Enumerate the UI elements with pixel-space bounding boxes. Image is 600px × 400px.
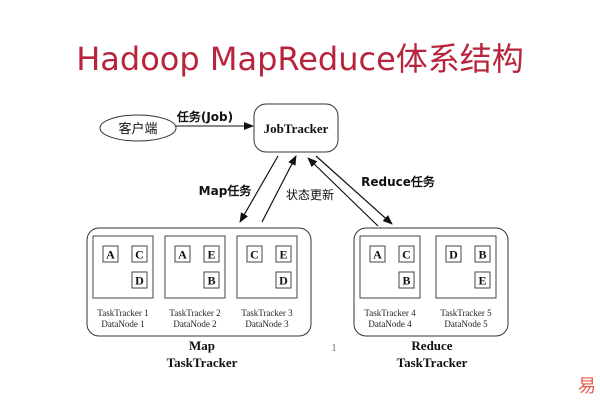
node-box [92, 235, 154, 299]
data-block [246, 245, 263, 263]
data-block [369, 245, 386, 263]
node-box [359, 235, 421, 299]
node-box [164, 235, 226, 299]
data-block-label: D [279, 274, 288, 288]
datanode-label: DataNode 2 [173, 319, 216, 329]
tasktracker-label: TaskTracker 1 [97, 308, 148, 318]
reduce-task-arrow-down [315, 155, 393, 225]
data-block-label: A [106, 248, 115, 262]
reduce-group-sublabel: TaskTracker [397, 355, 468, 370]
slide-title: Hadoop MapReduce体系结构 [76, 40, 524, 78]
data-block-label: A [373, 248, 382, 262]
tasktracker-label: TaskTracker 3 [241, 308, 293, 318]
tasktracker-label: TaskTracker 4 [364, 308, 416, 318]
data-block-label: C [250, 248, 259, 262]
map-group-label: Map [189, 338, 215, 353]
reduce-group-label: Reduce [411, 338, 452, 353]
jobtracker-node [253, 103, 339, 153]
data-block [131, 271, 148, 289]
tasktracker-label: TaskTracker 2 [169, 308, 220, 318]
job-edge-label: 任务(Job) [176, 109, 233, 124]
data-block-label: A [178, 248, 187, 262]
stray-mark: 1 [332, 343, 337, 354]
datanode-label: DataNode 5 [444, 319, 488, 329]
data-block [445, 245, 462, 263]
reduce-edge-label: Reduce任务 [361, 174, 436, 189]
client-node [99, 114, 177, 142]
data-block [474, 245, 491, 263]
data-block [275, 271, 292, 289]
data-block-label: E [279, 248, 287, 262]
watermark-logo: 易 [578, 376, 596, 397]
datanode-label: DataNode 4 [368, 319, 412, 329]
data-block-label: B [207, 274, 215, 288]
reduce-task-arrow-up [307, 157, 379, 227]
datanode-label: DataNode 1 [101, 319, 144, 329]
data-block-label: D [135, 274, 144, 288]
data-block [474, 271, 491, 289]
node-box [236, 235, 298, 299]
data-block-label: B [478, 248, 486, 262]
status-update-arrow [261, 155, 297, 223]
map-edge-label: Map任务 [199, 183, 253, 198]
data-block [275, 245, 292, 263]
data-block-label: E [207, 248, 215, 262]
map-task-arrow [239, 155, 279, 223]
node-box [435, 235, 497, 299]
map-group-sublabel: TaskTracker [167, 355, 238, 370]
data-block [174, 245, 191, 263]
data-block-label: B [402, 274, 410, 288]
data-block [131, 245, 148, 263]
jobtracker-label: JobTracker [264, 121, 329, 136]
data-block [398, 245, 415, 263]
data-block [203, 245, 220, 263]
status-edge-label: 状态更新 [286, 187, 334, 202]
client-label: 客户端 [118, 121, 157, 137]
data-block-label: C [402, 248, 411, 262]
data-block [398, 271, 415, 289]
data-block-label: C [135, 248, 144, 262]
data-block [102, 245, 119, 263]
data-block [203, 271, 220, 289]
data-block-label: D [449, 248, 458, 262]
data-block-label: E [478, 274, 486, 288]
datanode-label: DataNode 3 [245, 319, 289, 329]
tasktracker-label: TaskTracker 5 [440, 308, 492, 318]
